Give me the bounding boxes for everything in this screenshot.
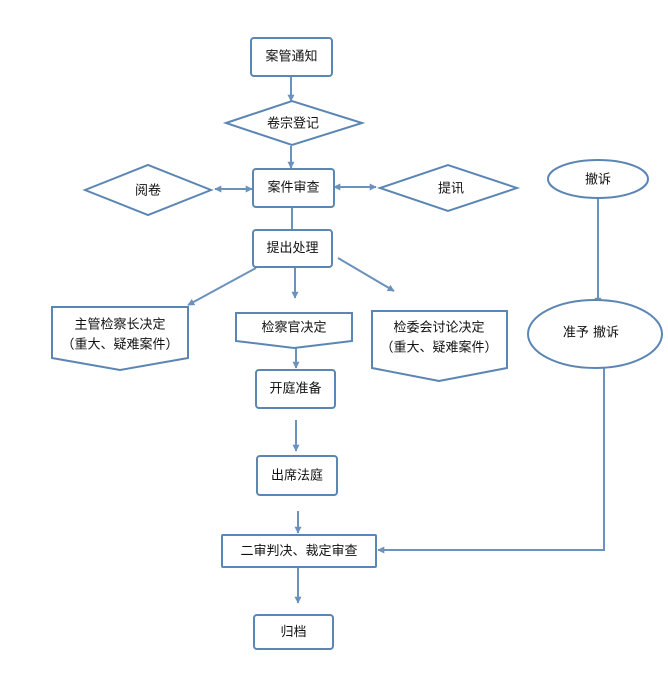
node-label: 提讯	[438, 181, 464, 197]
node-label: 阅卷	[135, 183, 161, 199]
edges	[187, 77, 605, 604]
node-trial-prep: 开庭准备	[255, 369, 336, 409]
edge-approve-to-second-review	[377, 366, 605, 554]
node-archive: 归档	[253, 614, 334, 650]
node-file-register: 卷宗登记	[222, 99, 366, 147]
edge-propose-to-committee	[337, 257, 395, 292]
node-label: 卷宗登记	[267, 116, 319, 132]
node-director-decision: 主管检察长决定 （重大、疑难案件）	[51, 306, 189, 372]
node-label-line1: 主管检察长决定	[74, 318, 165, 333]
edge-propose-to-director	[187, 267, 257, 306]
node-approve-withdraw: 准予 撤诉	[527, 299, 663, 369]
node-committee-decision: 检委会讨论决定 （重大、疑难案件）	[371, 310, 508, 383]
node-propose-handling: 提出处理	[252, 229, 333, 268]
node-label-line2: （重大、疑难案件）	[61, 337, 178, 353]
node-label: 开庭准备	[269, 381, 321, 397]
node-case-review: 案件审查	[252, 168, 335, 208]
node-label: 案管通知	[265, 49, 317, 65]
node-second-instance-review: 二审判决、裁定审查	[221, 534, 377, 568]
node-label: 案件审查	[267, 181, 319, 196]
node-label-line1: 检委会讨论决定	[393, 321, 484, 336]
node-attend-court: 出席法庭	[256, 455, 338, 496]
node-label: 撤诉	[585, 172, 611, 188]
node-label: 归档	[280, 625, 306, 640]
node-prosecutor-decision: 检察官决定	[235, 312, 353, 350]
node-read-file: 阅卷	[82, 163, 214, 217]
node-label: 检察官决定	[261, 320, 326, 336]
node-label: 准予 撤诉	[563, 325, 619, 341]
node-label-line2: （重大、疑难案件）	[380, 340, 497, 356]
node-interrogate: 提讯	[376, 163, 521, 213]
node-withdraw-appeal: 撤诉	[547, 159, 649, 199]
node-label: 提出处理	[266, 240, 318, 256]
node-case-notice: 案管通知	[250, 37, 333, 77]
node-label: 二审判决、裁定审查	[240, 543, 357, 559]
node-label: 出席法庭	[271, 468, 323, 484]
